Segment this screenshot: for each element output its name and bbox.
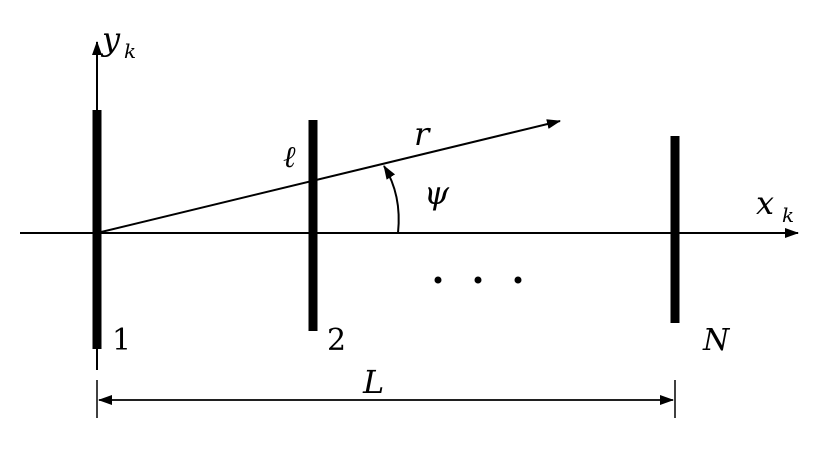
plate-1-label: 1 xyxy=(112,323,131,358)
plate-n-label: N xyxy=(702,323,731,358)
y-axis-subscript: k xyxy=(124,39,136,63)
x-axis-label: x xyxy=(756,184,774,222)
ray-label: r xyxy=(414,115,431,153)
ellipsis-dot xyxy=(514,276,522,284)
angle-label: ψ xyxy=(424,174,450,212)
ellipsis-dot xyxy=(434,276,442,284)
angle-arc xyxy=(383,165,400,234)
ray-r xyxy=(96,119,561,234)
ell-label: ℓ xyxy=(283,140,296,175)
distance-label: L xyxy=(362,363,384,401)
y-axis-label: y xyxy=(100,20,121,58)
x-axis-subscript: k xyxy=(782,203,794,227)
plate-2-label: 2 xyxy=(327,323,346,358)
ellipsis-dot xyxy=(474,276,482,284)
